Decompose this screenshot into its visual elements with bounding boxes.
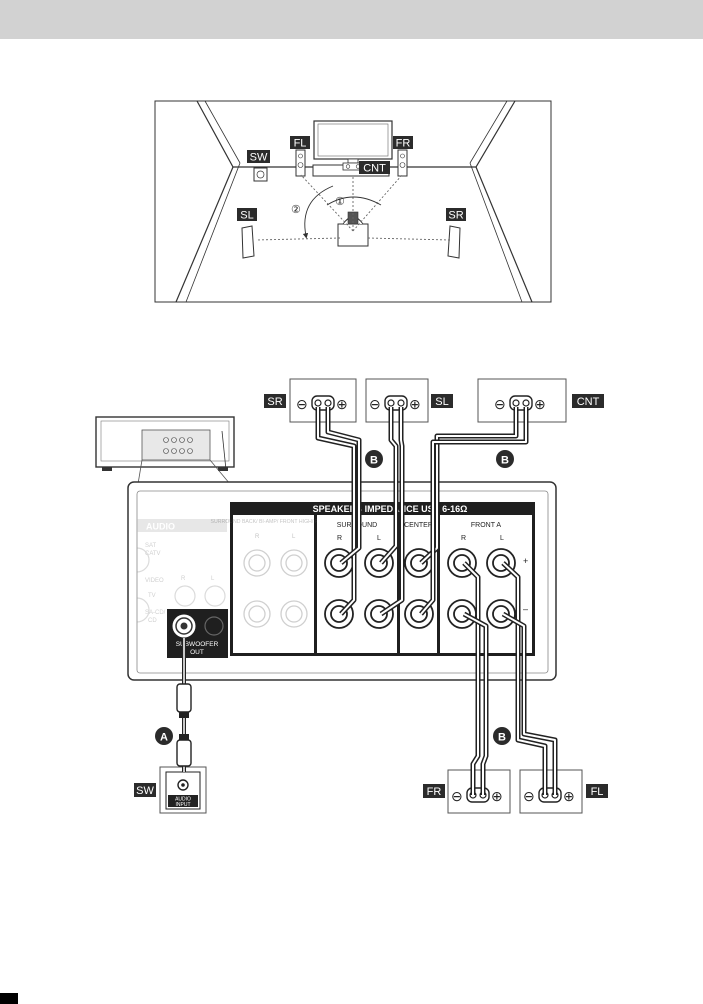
speaker-label-sr: SR (267, 396, 282, 408)
speaker-label-sw: SW (136, 785, 154, 797)
cnt-plus-terminal[interactable]: ⊕ (534, 396, 546, 412)
speaker-label-fr: FR (427, 786, 442, 798)
faded-surround-back: SURROUND BACK/ BI-AMP/ FRONT HIGH/ FRONT… (211, 519, 338, 525)
terminal-minus-label: – (523, 604, 528, 614)
front-a-label: FRONT A (471, 522, 502, 529)
speaker-label-fl: FL (591, 786, 604, 798)
callout-b-front: B (498, 732, 506, 744)
subwoofer-out-label: SUBWOOFER (176, 641, 219, 648)
fr-plus-terminal[interactable]: ⊕ (491, 788, 503, 804)
svg-text:R: R (255, 534, 260, 540)
callout-a-subwoofer: A (160, 732, 168, 744)
speakers-header: SPEAKERS IMPEDANCE USE 6-16Ω (313, 504, 468, 514)
room-diagram: ① ② FL FR CNT SW SL SR (154, 100, 552, 303)
faded-video: VIDEO (145, 578, 164, 584)
faded-sat: SAT (145, 543, 157, 549)
center-label: CENTER (404, 522, 433, 529)
speaker-terminal-sl: SL ⊖ ⊕ (365, 378, 453, 423)
speaker-label-cnt: CNT (577, 396, 600, 408)
fr-minus-terminal[interactable]: ⊖ (451, 788, 463, 804)
angle-arc-1 (326, 196, 382, 206)
faded-tv: TV (148, 593, 156, 599)
label-cnt: CNT (363, 163, 386, 175)
angle-arc-2 (302, 185, 334, 239)
front-right-speaker-icon (397, 149, 408, 177)
cable-callouts: B B B A (155, 450, 514, 745)
speaker-cables (315, 407, 558, 795)
surround-r-label: R (337, 535, 342, 542)
faded-cd: CD (148, 618, 157, 624)
front-l-label: L (500, 535, 504, 542)
page-corner-mark (0, 993, 18, 1004)
terminal-plus-label: + (523, 556, 528, 566)
room-left-wall (175, 166, 234, 303)
label-sr: SR (448, 210, 463, 222)
receiver-thumbnail (95, 416, 235, 485)
label-fl: FL (294, 138, 307, 150)
front-left-speaker-icon (295, 149, 306, 177)
audio-label: AUDIO (146, 522, 175, 532)
fl-plus-terminal[interactable]: ⊕ (563, 788, 575, 804)
svg-text:L: L (211, 576, 215, 582)
svg-text:R: R (181, 576, 186, 582)
sl-minus-terminal[interactable]: ⊖ (369, 396, 381, 412)
surround-left-speaker-icon (241, 225, 255, 259)
label-sl: SL (240, 210, 253, 222)
subwoofer-input-box: AUDIO INPUT SW (134, 766, 207, 814)
callout-b-center: B (501, 455, 509, 467)
cnt-minus-terminal[interactable]: ⊖ (494, 396, 506, 412)
faded-audio-section: SAT CATV VIDEO TV SA-CD/ CD R L (136, 519, 227, 639)
surround-l-label: L (377, 535, 381, 542)
sr-minus-terminal[interactable]: ⊖ (296, 396, 308, 412)
front-r-label: R (461, 535, 466, 542)
sw-input-label-2: INPUT (176, 802, 191, 808)
sr-plus-terminal[interactable]: ⊕ (336, 396, 348, 412)
surround-right-speaker-icon (447, 225, 461, 259)
subwoofer-cable (176, 638, 192, 772)
sw-input-label-1: AUDIO (175, 797, 191, 803)
angle-label-1: ① (335, 196, 345, 208)
speaker-terminal-cnt: CNT ⊖ ⊕ (477, 378, 604, 423)
subwoofer-out-label-2: OUT (190, 649, 204, 656)
label-sw: SW (250, 152, 268, 164)
speaker-terminal-fr: FR ⊖ ⊕ (423, 769, 511, 814)
page-header-bar (0, 0, 703, 39)
sl-plus-terminal[interactable]: ⊕ (409, 396, 421, 412)
faded-catv: CATV (145, 551, 161, 557)
room-right-wall (475, 166, 533, 303)
angle-label-2: ② (291, 204, 301, 216)
fl-minus-terminal[interactable]: ⊖ (523, 788, 535, 804)
listener-chair-icon (337, 223, 369, 247)
speaker-terminal-fl: FL ⊖ ⊕ (519, 769, 608, 814)
subwoofer-icon (253, 167, 268, 182)
svg-text:L: L (292, 534, 296, 540)
connection-diagram: SAT CATV VIDEO TV SA-CD/ CD R L AUDIO SU… (95, 378, 608, 814)
speaker-label-sl: SL (435, 396, 448, 408)
faded-sacd: SA-CD/ (145, 610, 166, 616)
label-fr: FR (396, 138, 411, 150)
speaker-terminal-sr: SR ⊖ ⊕ (264, 378, 357, 423)
callout-b-surround: B (370, 455, 378, 467)
